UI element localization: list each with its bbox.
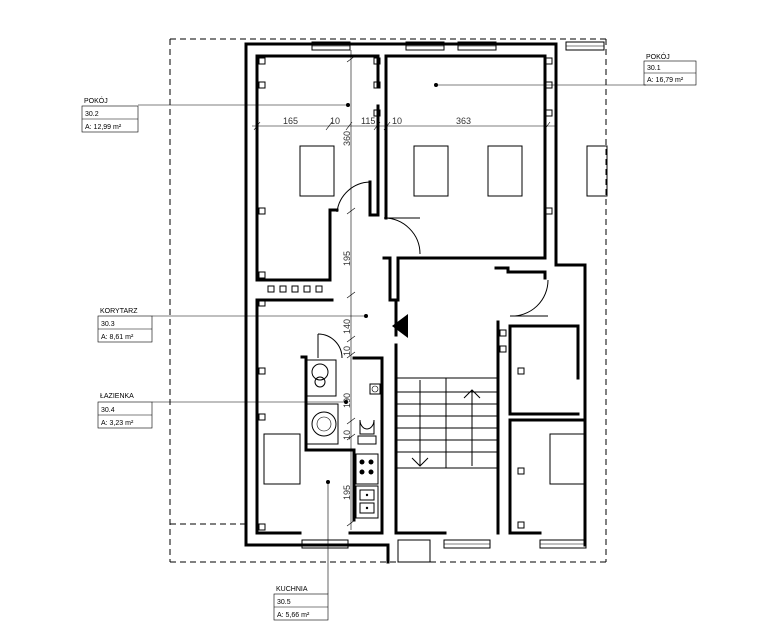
room-area: A: 3,23 m² xyxy=(101,420,134,427)
furniture xyxy=(263,145,608,485)
room-number: 30.3 xyxy=(101,321,115,328)
leader-lines xyxy=(138,83,646,594)
dim-v-7: 195 xyxy=(342,485,352,500)
dim-v-1: 360 xyxy=(342,131,352,146)
bathroom-fixtures xyxy=(305,359,381,445)
room-label-lazienka-30-4: ŁAZIENKA 30.4 A: 3,23 m² xyxy=(97,393,153,429)
building-outline xyxy=(169,38,607,563)
dim-h-5: 363 xyxy=(456,116,471,126)
room-name: ŁAZIENKA xyxy=(100,393,134,400)
room-number: 30.4 xyxy=(101,407,115,414)
dim-v-6: 10 xyxy=(342,430,352,440)
entrance-arrow xyxy=(392,314,408,338)
outer-walls xyxy=(244,42,587,564)
dim-h-4: 10 xyxy=(392,116,402,126)
room-name: KUCHNIA xyxy=(276,586,308,593)
room-area: A: 12,99 m² xyxy=(85,124,122,131)
dim-v-3: 140 xyxy=(342,319,352,334)
room-name: POKÓJ xyxy=(84,96,108,105)
dim-h-1: 165 xyxy=(283,116,298,126)
radiator-markers xyxy=(258,57,553,531)
dim-v-4: 10 xyxy=(342,346,352,356)
interior-walls xyxy=(255,54,587,535)
room-label-pokoj-30-1: POKÓJ 30.1 A: 16,79 m² xyxy=(643,52,697,86)
kitchen-units xyxy=(355,453,379,519)
room-label-kuchnia-30-5: KUCHNIA 30.5 A: 5,66 m² xyxy=(273,586,329,621)
dim-h-3: 115 xyxy=(361,116,375,126)
room-number: 30.2 xyxy=(85,111,99,118)
windows xyxy=(301,41,605,563)
room-number: 30.5 xyxy=(277,599,291,606)
dimension-lines xyxy=(252,50,556,530)
room-area: A: 16,79 m² xyxy=(647,77,684,84)
dim-h-2: 10 xyxy=(330,116,340,126)
staircase xyxy=(395,377,499,469)
room-label-pokoj-30-2: POKÓJ 30.2 A: 12,99 m² xyxy=(81,96,139,133)
doors xyxy=(317,181,549,359)
room-number: 30.1 xyxy=(647,65,661,72)
room-area: A: 8,61 m² xyxy=(101,334,134,341)
dim-v-2: 195 xyxy=(342,251,352,266)
room-name: POKÓJ xyxy=(646,52,670,61)
room-name: KORYTARZ xyxy=(100,308,138,315)
room-label-korytarz-30-3: KORYTARZ 30.3 A: 8,61 m² xyxy=(97,308,153,343)
room-area: A: 5,66 m² xyxy=(277,612,310,619)
